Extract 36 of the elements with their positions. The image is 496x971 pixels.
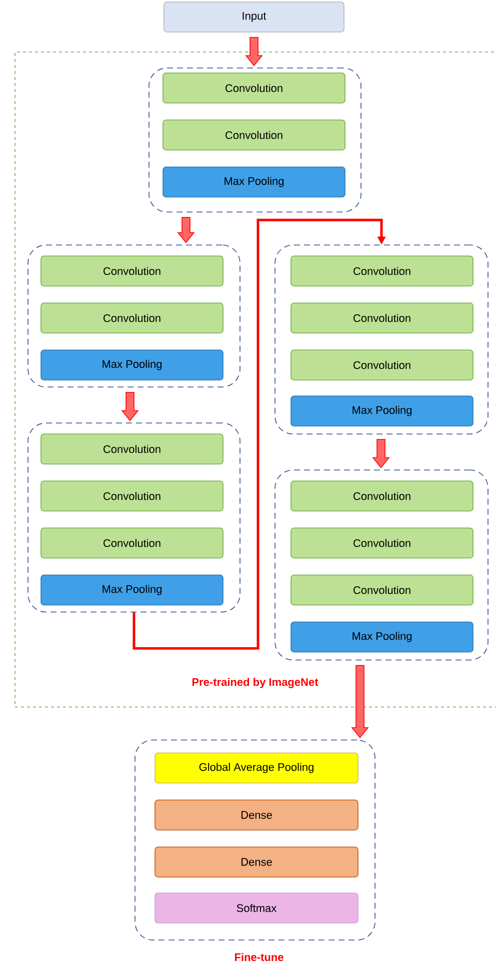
convolution-box: Convolution — [40, 528, 224, 558]
convolution-box: Convolution — [40, 302, 224, 334]
pooling-box: Max Pooling — [290, 622, 474, 652]
convolution-box: Convolution — [40, 480, 224, 512]
group-label: Pre-trained by ImageNet — [192, 678, 318, 688]
convolution-box: Convolution — [290, 302, 474, 334]
block-group — [274, 470, 488, 660]
pooling-box: Max Pooling — [162, 166, 346, 198]
arrow — [121, 392, 139, 422]
pooling-box: Global Average Pooling — [154, 752, 358, 784]
group-label: Fine-tune — [235, 952, 284, 962]
convolution-box: Convolution — [162, 120, 346, 150]
softmax-box: Softmax — [154, 892, 358, 924]
pooling-box: Max Pooling — [40, 574, 224, 606]
convolution-box: Convolution — [40, 256, 224, 286]
arrow — [245, 37, 263, 66]
arrow — [372, 439, 390, 468]
dense-box: Dense — [154, 800, 358, 830]
convolution-box: Convolution — [40, 434, 224, 464]
convolution-box: Convolution — [290, 480, 474, 512]
arrow — [177, 217, 195, 244]
block-group — [148, 68, 362, 212]
convolution-box: Convolution — [290, 528, 474, 558]
convolution-box: Convolution — [290, 574, 474, 606]
convolution-box: Convolution — [162, 72, 346, 104]
arrow — [351, 665, 369, 738]
input-box: Input — [164, 2, 344, 32]
dense-box: Dense — [154, 846, 358, 878]
block-group — [28, 422, 240, 612]
block-group — [274, 244, 488, 434]
block-group — [28, 244, 240, 388]
pooling-box: Max Pooling — [40, 350, 224, 380]
convolution-box: Convolution — [290, 256, 474, 286]
pooling-box: Max Pooling — [290, 396, 474, 426]
arrow — [132, 218, 386, 650]
convolution-box: Convolution — [290, 350, 474, 380]
